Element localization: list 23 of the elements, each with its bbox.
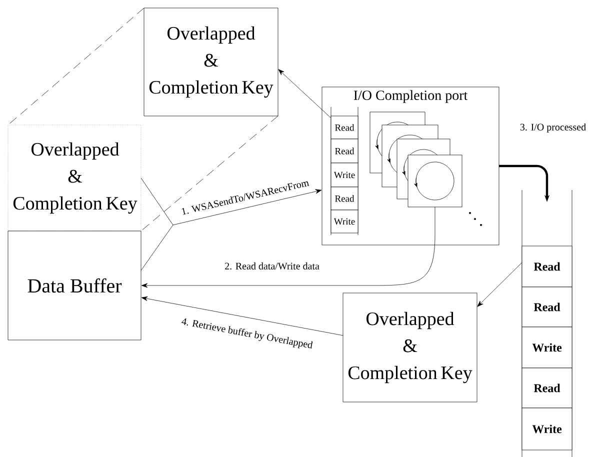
edge-label: 3. I/O processed — [518, 122, 588, 134]
queue-cell: Write — [330, 162, 358, 188]
edge-label: 2. Read data/Write data — [224, 261, 320, 271]
queue-cell: Read — [330, 116, 358, 140]
arrow — [141, 206, 436, 288]
queue-cell: Read — [330, 186, 358, 210]
queue-cell: Read — [330, 138, 358, 164]
queue-cell: Read — [522, 286, 572, 328]
edge-label: 4. Retrieve buffer by Overlapped — [180, 316, 314, 352]
arrow — [477, 262, 522, 307]
arrow — [278, 69, 332, 118]
queue-cell: Write — [522, 326, 572, 368]
buffer-box: Data Buffer — [8, 230, 142, 340]
queue-cell: Read — [522, 246, 572, 288]
queue-cell: Write — [330, 210, 358, 234]
arrow — [141, 296, 344, 336]
queue-cell: Write — [522, 408, 572, 450]
queue-cell: Read — [522, 368, 572, 408]
text-box: Overlapped & Completion Key — [342, 292, 478, 402]
thread-box — [408, 154, 462, 208]
arrow — [140, 178, 322, 271]
text-box: Overlapped & Completion Key — [144, 8, 278, 116]
text-box: Overlapped & Completion Key — [8, 124, 142, 232]
